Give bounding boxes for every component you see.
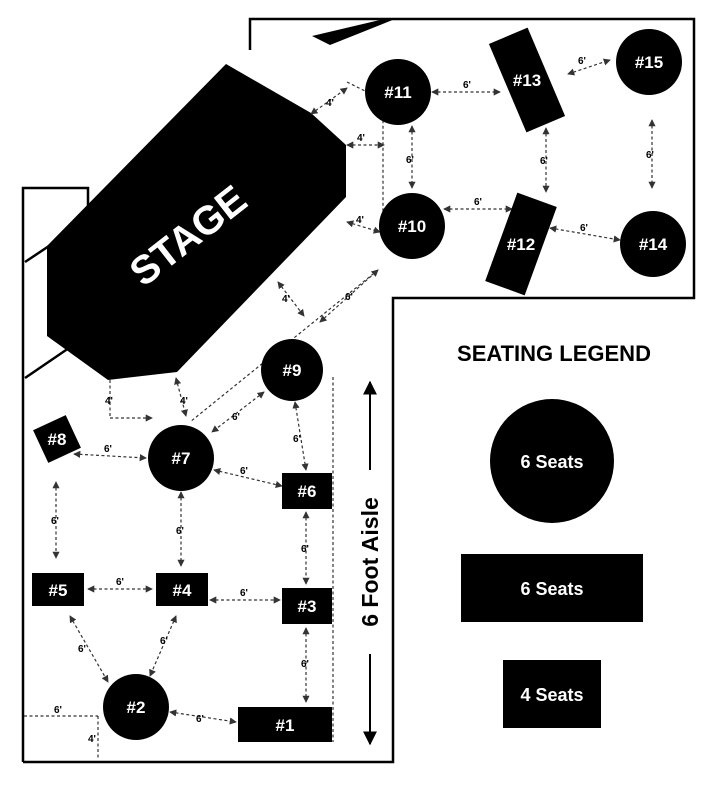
dim-13-12: 6': [540, 156, 548, 167]
legend-long-table: 6 Seats: [461, 554, 643, 622]
table-15[interactable]: #15: [616, 29, 682, 95]
legend-small-table: 4 Seats: [503, 660, 601, 728]
dim-stage-9: 4': [282, 294, 290, 305]
table-6-label: #6: [298, 482, 317, 501]
dim-4-3: 6': [240, 588, 248, 599]
table-2[interactable]: #2: [103, 674, 169, 740]
dim-stage-7b: 4': [180, 396, 188, 407]
table-5-label: #5: [49, 581, 68, 600]
table-6[interactable]: #6: [282, 473, 332, 509]
dim-5-2: 6': [78, 644, 86, 655]
dim-10-12: 6': [474, 197, 482, 208]
table-14-label: #14: [639, 235, 668, 254]
table-4-label: #4: [173, 581, 192, 600]
table-7[interactable]: #7: [148, 425, 214, 491]
aisle-label: 6 Foot Aisle: [357, 497, 383, 627]
legend-small-label: 4 Seats: [520, 685, 583, 705]
dim-13-15: 6': [578, 56, 586, 67]
dim-9-6: 6': [293, 434, 301, 445]
dim-9-7: 6': [232, 412, 240, 423]
dimension-lines: 4' 4' 4' 6' 6' 6' 6' 6' 6' 6' 4' 6': [24, 56, 656, 760]
table-1[interactable]: #1: [238, 707, 332, 742]
dim-stage-7a: 4': [105, 396, 113, 407]
dim-11-13: 6': [463, 80, 471, 91]
table-3-label: #3: [298, 597, 317, 616]
seating-legend: SEATING LEGEND 6 Seats 6 Seats 4 Seats: [457, 341, 651, 728]
dim-8-7: 6': [104, 444, 112, 455]
dim-stage-11: 4': [326, 98, 334, 109]
dim-5-4: 6': [116, 577, 124, 588]
table-15-label: #15: [635, 53, 663, 72]
dim-4-2: 6': [160, 636, 168, 647]
table-11[interactable]: #11: [365, 59, 431, 125]
table-12[interactable]: #12: [485, 192, 557, 296]
table-2-label: #2: [127, 698, 146, 717]
stage: STAGE: [47, 19, 395, 380]
dim-2-wall: 6': [54, 705, 62, 716]
table-9-label: #9: [283, 361, 302, 380]
tables: #11 #13 #15 #10 #12 #14 #9 #8: [32, 27, 686, 742]
dim-9-10: 6': [345, 292, 353, 303]
dim-15-14: 6': [646, 150, 654, 161]
table-10-label: #10: [398, 217, 426, 236]
dim-11-10: 6': [406, 155, 414, 166]
table-5[interactable]: #5: [32, 573, 84, 606]
dim-7-4: 6': [176, 526, 184, 537]
dim-7-6: 6': [240, 466, 248, 477]
table-8[interactable]: #8: [33, 415, 81, 463]
legend-title: SEATING LEGEND: [457, 341, 651, 366]
table-8-label: #8: [48, 430, 67, 449]
table-4[interactable]: #4: [156, 573, 208, 606]
dim-stage-10: 4': [356, 215, 364, 226]
dim-8-5: 6': [51, 516, 59, 527]
table-1-label: #1: [276, 716, 295, 735]
aisle: 6 Foot Aisle: [357, 380, 383, 746]
dim-6-3: 6': [301, 544, 309, 555]
dim-stage-mid: 4': [357, 133, 365, 144]
room-walls: [21, 17, 696, 764]
dim-12-14: 6': [580, 223, 588, 234]
dim-3-1: 6': [301, 659, 309, 670]
table-11-label: #11: [384, 83, 411, 102]
table-7-label: #7: [172, 449, 191, 468]
table-3[interactable]: #3: [282, 588, 332, 624]
table-13-label: #13: [513, 71, 541, 90]
table-13[interactable]: #13: [488, 27, 566, 133]
legend-round-table: 6 Seats: [490, 399, 614, 523]
legend-long-label: 6 Seats: [520, 579, 583, 599]
table-10[interactable]: #10: [379, 193, 445, 259]
table-14[interactable]: #14: [620, 211, 686, 277]
table-12-label: #12: [507, 235, 535, 254]
dim-2-wall-b: 4': [88, 734, 96, 745]
legend-round-label: 6 Seats: [520, 452, 583, 472]
dim-2-1: 6': [196, 714, 204, 725]
table-9[interactable]: #9: [261, 339, 323, 401]
